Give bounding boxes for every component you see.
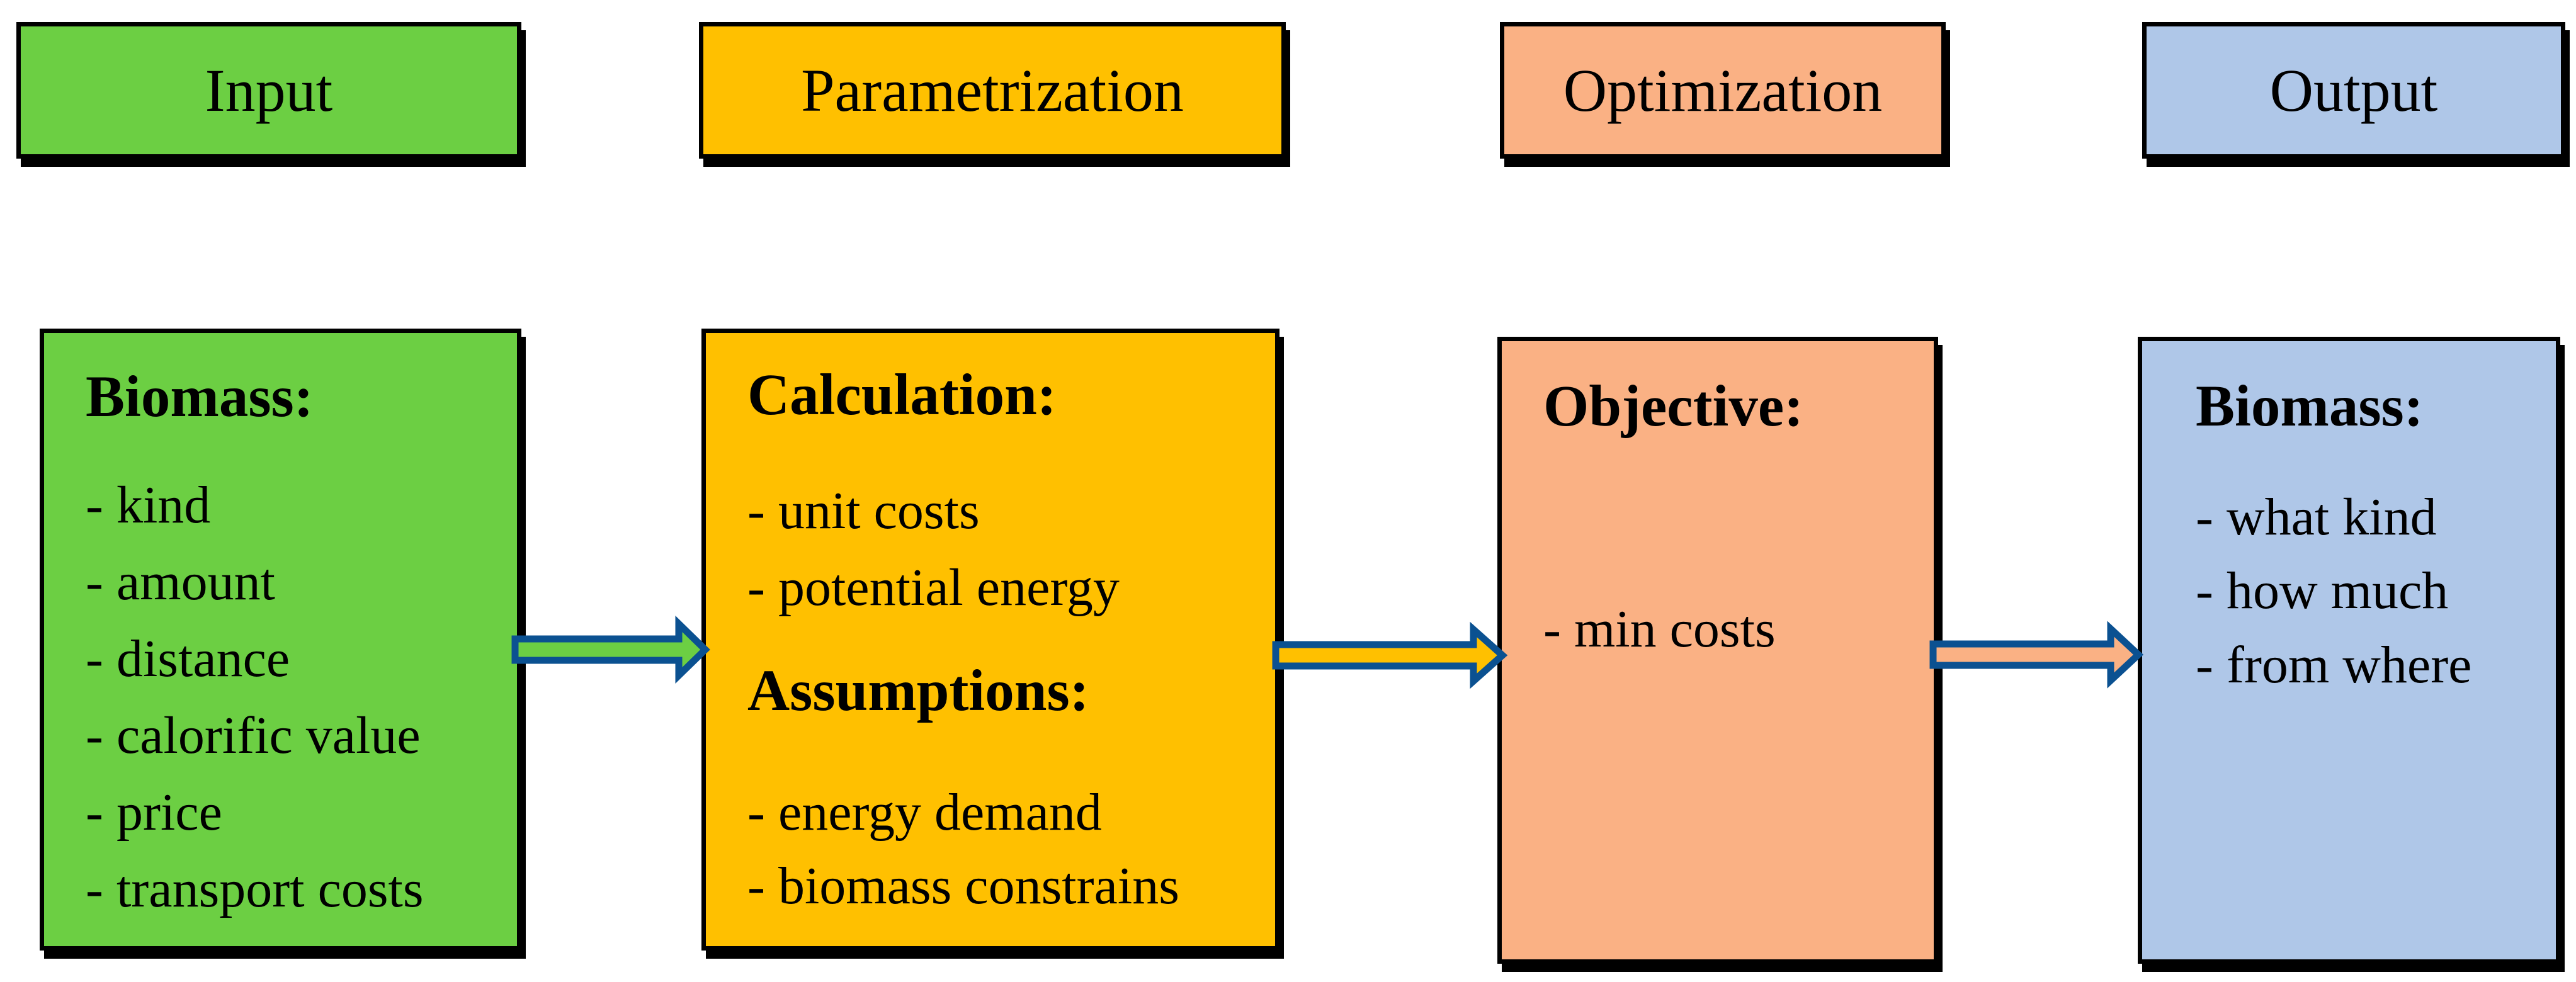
- input-item-amount: - amount: [86, 553, 275, 611]
- input-biomass-box: Biomass: - kind - amount - distance - ca…: [40, 329, 521, 951]
- objective-item-min-costs: - min costs: [1543, 600, 1776, 658]
- stage-header-input-label: Input: [205, 57, 333, 124]
- assumptions-item-biomass-constrains: - biomass constrains: [747, 857, 1179, 915]
- output-item-what-kind: - what kind: [2196, 488, 2437, 546]
- stage-header-input: Input: [16, 22, 521, 159]
- stage-header-parametrization: Parametrization: [699, 22, 1286, 159]
- stage-header-output: Output: [2142, 22, 2565, 159]
- calculation-item-unit-costs: - unit costs: [747, 482, 980, 540]
- input-box-title: Biomass:: [86, 364, 314, 429]
- input-item-transport-costs: - transport costs: [86, 860, 424, 918]
- output-item-how-much: - how much: [2196, 562, 2449, 620]
- input-item-price: - price: [86, 783, 222, 842]
- arrow-parametrization-to-optimization: [1272, 621, 1508, 689]
- output-biomass-box: Biomass: - what kind - how much - from w…: [2138, 337, 2560, 964]
- stage-header-output-label: Output: [2269, 57, 2438, 124]
- input-item-calorific-value: - calorific value: [86, 706, 421, 765]
- stage-header-optimization-label: Optimization: [1563, 57, 1883, 124]
- optimization-box: Objective: - min costs: [1497, 337, 1938, 964]
- assumptions-item-energy-demand: - energy demand: [747, 783, 1102, 842]
- input-item-kind: - kind: [86, 476, 211, 534]
- arrow-input-to-parametrization: [511, 615, 710, 684]
- stage-header-optimization: Optimization: [1500, 22, 1946, 159]
- calculation-title: Calculation:: [747, 363, 1057, 427]
- input-item-distance: - distance: [86, 629, 290, 688]
- parametrization-box: Calculation: - unit costs - potential en…: [701, 329, 1279, 951]
- arrow-optimization-to-output: [1929, 621, 2144, 689]
- output-item-from-where: - from where: [2196, 636, 2472, 694]
- output-box-title: Biomass:: [2196, 374, 2424, 439]
- stage-header-parametrization-label: Parametrization: [801, 57, 1184, 124]
- objective-title: Objective:: [1543, 374, 1804, 439]
- assumptions-title: Assumptions:: [747, 658, 1089, 723]
- calculation-item-potential-energy: - potential energy: [747, 558, 1120, 617]
